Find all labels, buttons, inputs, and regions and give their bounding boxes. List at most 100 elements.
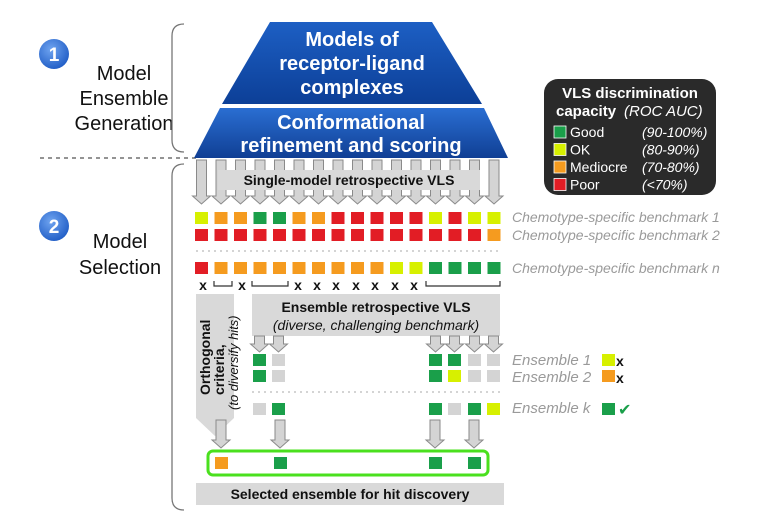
ensemble-cell (487, 354, 500, 366)
ensemble-cell (253, 403, 266, 415)
ensemble-cell (429, 354, 442, 366)
benchmark-cell (292, 212, 306, 224)
benchmark-cell (468, 212, 481, 224)
ensemble-cell (272, 403, 285, 415)
ensemble-cell (253, 370, 266, 382)
legend-label-mediocre: Mediocre (570, 159, 628, 175)
ensemble-cell (429, 370, 442, 382)
benchmark-cell (214, 212, 228, 224)
ensemble-score-cell (602, 370, 615, 382)
vls-arrow (483, 159, 505, 205)
legend-label-good: Good (570, 124, 604, 140)
benchmark-cell (331, 212, 345, 224)
legend-title-line1: VLS discrimination (562, 85, 698, 102)
pyramid-top (222, 22, 482, 104)
benchmark-n-label: Chemotype-specific benchmark n (512, 260, 720, 276)
benchmark-cell (409, 229, 423, 241)
selected-ensemble-cells (215, 457, 481, 469)
ensemble-2-result: x (616, 370, 624, 386)
step-1: 1 Model Ensemble Generation (39, 23, 185, 153)
ensemble-arrow (464, 335, 485, 353)
benchmark-cell (253, 262, 267, 274)
final-arrow (269, 419, 291, 449)
benchmark-cell (253, 229, 267, 241)
x-mark: x (313, 277, 321, 293)
ensemble-arrow (444, 335, 465, 353)
ensemble-vls-subtitle: (diverse, challenging benchmark) (273, 317, 479, 333)
ensemble-vls-bg (252, 294, 500, 336)
benchmark-cell (292, 229, 306, 241)
benchmark-1-label: Chemotype-specific benchmark 1 (512, 209, 720, 225)
orthogonal-criteria-text-3: (to diversify hits) (226, 315, 241, 410)
legend-range-good: (90-100%) (642, 124, 707, 140)
benchmark-cell (429, 262, 442, 274)
legend-box (544, 79, 716, 195)
legend-title-line2: capacity (556, 103, 617, 120)
selected-ensemble-label: Selected ensemble for hit discovery (231, 486, 470, 502)
benchmark-cell (487, 262, 501, 274)
benchmark-cell (448, 262, 462, 274)
step-2-label-line2: Selection (79, 257, 161, 279)
ensemble-vls-title: Ensemble retrospective VLS (281, 299, 470, 315)
ensemble-arrow (249, 335, 270, 353)
ensemble-cell (468, 354, 481, 366)
ensemble-arrow (483, 335, 504, 353)
benchmark-2-label: Chemotype-specific benchmark 2 (512, 227, 720, 243)
single-model-label-bg (218, 170, 480, 190)
ensemble-cell (448, 354, 461, 366)
benchmark-cell (390, 262, 403, 274)
legend-swatch-poor (553, 178, 567, 191)
ensemble-k-label: Ensemble k (512, 400, 592, 417)
ensemble-cell (253, 354, 266, 366)
benchmark-cell (292, 262, 306, 274)
benchmark-cell (331, 229, 345, 241)
selected-cell (215, 457, 228, 469)
x-mark: x (294, 277, 302, 293)
final-arrow (463, 419, 485, 449)
benchmark-cell (351, 262, 364, 274)
benchmark-cell (487, 229, 501, 241)
orthogonal-line1: Orthogonal (197, 320, 213, 395)
rejection-marks: x x x x x x x x x (199, 277, 418, 293)
benchmark-cell (390, 229, 403, 241)
legend-items: Good(90-100%)OK(80-90%)Mediocre(70-80%)P… (553, 124, 707, 193)
x-mark: x (352, 277, 360, 293)
pyramid-top-line3: complexes (300, 77, 403, 99)
pyramid-bottom-line2: refinement and scoring (240, 135, 461, 157)
legend-range-ok: (80-90%) (642, 142, 700, 158)
selected-label-bg (196, 483, 504, 505)
benchmark-cell (312, 229, 325, 241)
legend-swatch-good (553, 125, 567, 139)
legend-swatch-mediocre (553, 160, 567, 174)
benchmark-cell (331, 262, 345, 274)
ensemble-grid (253, 354, 615, 415)
pyramid-bottom (194, 108, 508, 158)
x-mark: x (199, 277, 207, 293)
benchmark-cell (351, 212, 364, 224)
ensemble-cell (448, 403, 461, 415)
benchmark-cell (429, 212, 442, 224)
benchmark-cell (487, 212, 501, 224)
pyramid-top-line2: receptor-ligand (279, 53, 425, 75)
x-mark: x (332, 277, 340, 293)
benchmark-cell (370, 262, 384, 274)
final-arrow (424, 419, 446, 449)
selected-cell (468, 457, 481, 469)
step-1-label-line1: Model (97, 63, 151, 85)
step-1-brace (171, 23, 185, 153)
orthogonal-line2: criteria, (211, 344, 227, 395)
benchmark-cell (312, 212, 325, 224)
benchmark-cell (351, 229, 364, 241)
step-2-brace (171, 163, 185, 511)
ensemble-1-result: x (616, 353, 624, 369)
orthogonal-line3: (to diversify hits) (226, 315, 241, 410)
benchmark-cell (390, 212, 403, 224)
benchmark-cell (195, 212, 208, 224)
orthogonal-criteria-bar (196, 294, 234, 436)
x-mark: x (371, 277, 379, 293)
benchmark-cell (195, 229, 208, 241)
final-arrows (210, 419, 485, 449)
benchmark-cell (312, 262, 325, 274)
selected-ensemble-box (206, 449, 490, 477)
ensemble-cell (487, 370, 500, 382)
